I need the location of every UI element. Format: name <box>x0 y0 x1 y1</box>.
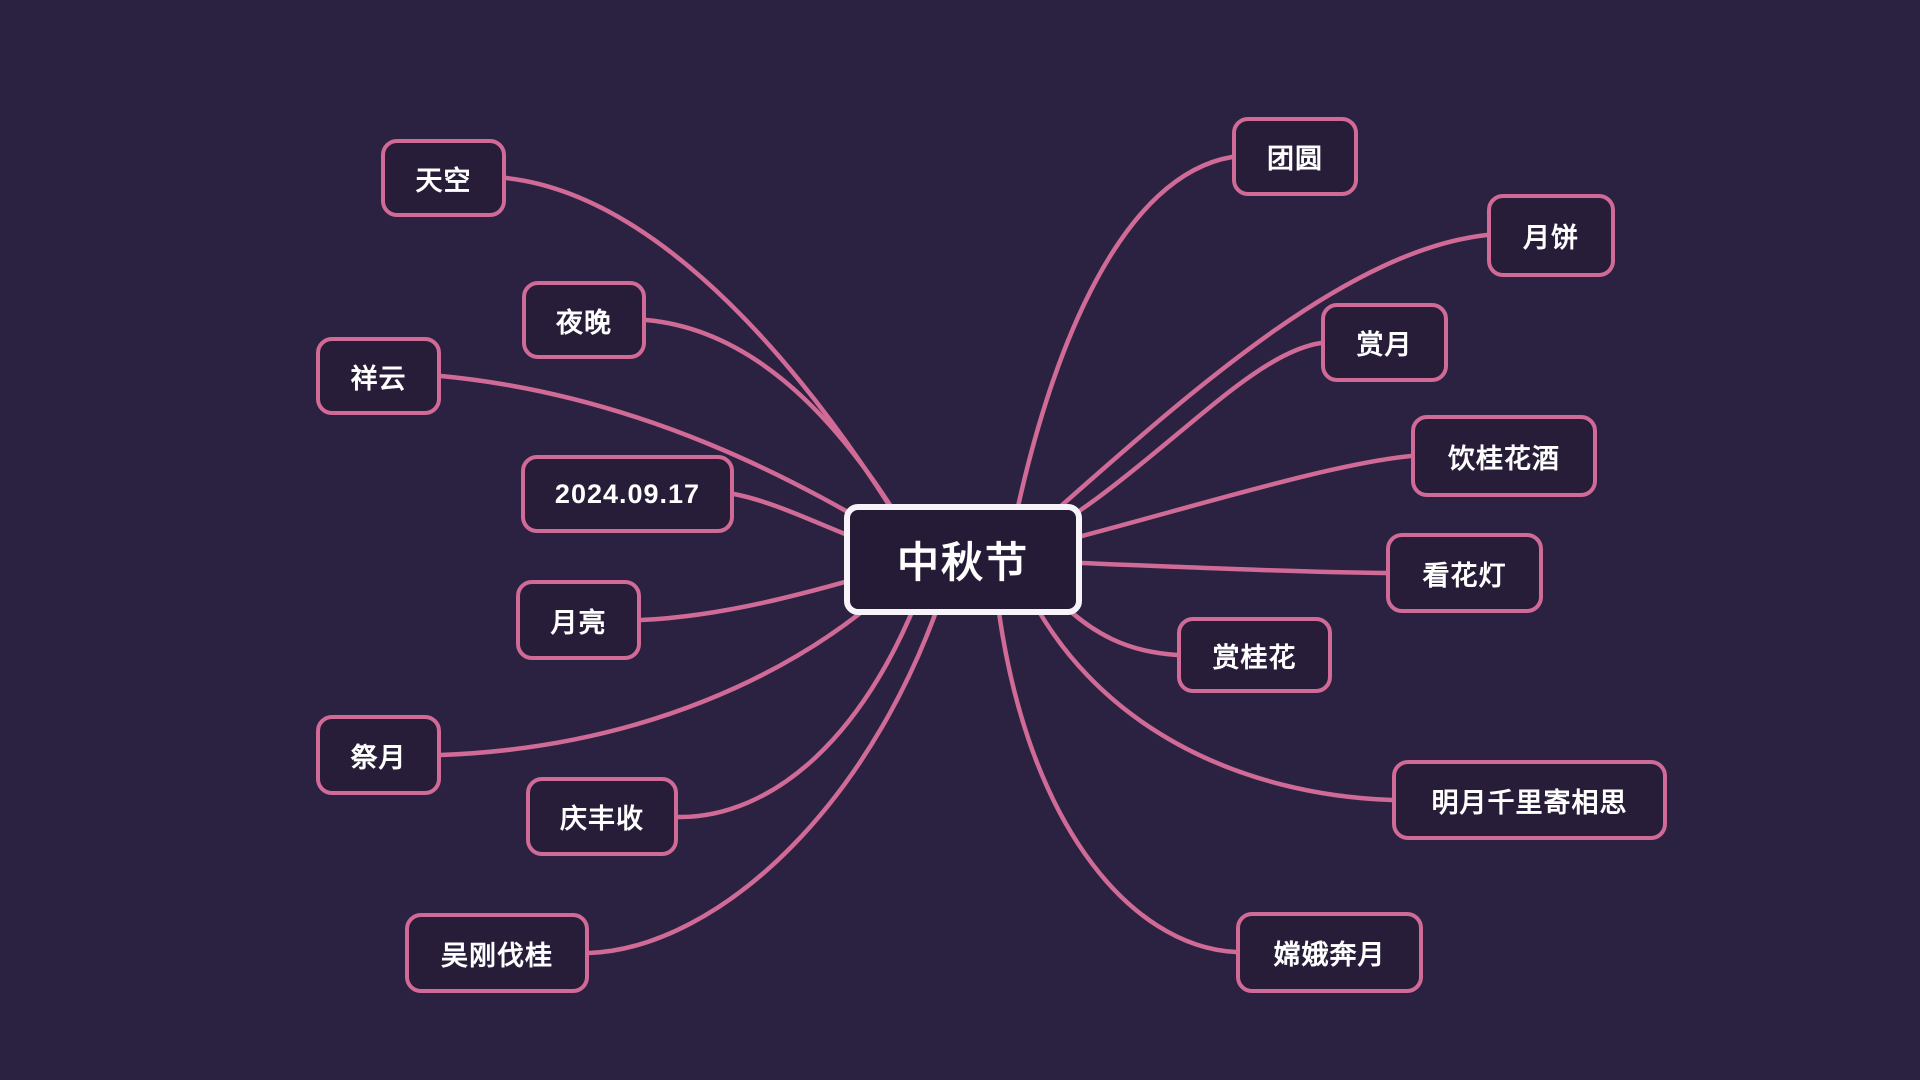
node-sky[interactable]: 天空 <box>381 139 506 217</box>
node-osmanthus-viewing[interactable]: 赏桂花 <box>1177 617 1332 693</box>
node-mooncake[interactable]: 月饼 <box>1487 194 1615 277</box>
node-night[interactable]: 夜晚 <box>522 281 646 359</box>
connector-mooncake <box>1002 232 1490 558</box>
connector-longing <box>1017 572 1395 803</box>
node-center-mid-autumn-festival[interactable]: 中秋节 <box>844 504 1082 615</box>
node-reunion[interactable]: 团圆 <box>1232 117 1358 196</box>
node-longing[interactable]: 明月千里寄相思 <box>1392 760 1667 840</box>
node-harvest[interactable]: 庆丰收 <box>526 777 678 856</box>
connector-change <box>992 577 1239 955</box>
node-wugang[interactable]: 吴刚伐桂 <box>405 913 589 993</box>
node-date[interactable]: 2024.09.17 <box>521 455 734 533</box>
node-moon-worship[interactable]: 祭月 <box>316 715 441 795</box>
connector-reunion <box>1007 154 1235 548</box>
node-moon-viewing[interactable]: 赏月 <box>1321 303 1448 382</box>
connector-harvest <box>675 562 933 820</box>
node-change[interactable]: 嫦娥奔月 <box>1236 912 1423 993</box>
node-osmanthus-wine[interactable]: 饮桂花酒 <box>1411 415 1597 497</box>
node-lanterns[interactable]: 看花灯 <box>1386 533 1543 613</box>
node-moon[interactable]: 月亮 <box>516 580 641 660</box>
node-clouds[interactable]: 祥云 <box>316 337 441 415</box>
connector-wugang <box>586 567 953 956</box>
